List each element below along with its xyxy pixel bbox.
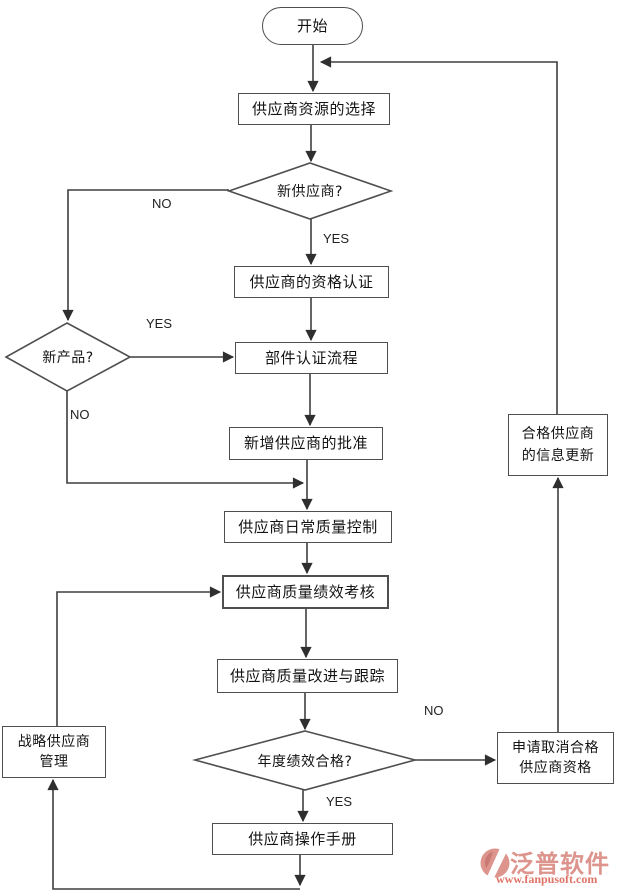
new-supplier-decision-label: 新供应商? <box>277 184 343 200</box>
node-quality-improvement-tracking: 供应商质量改进与跟踪 <box>217 659 398 693</box>
node-cancel-qualification-request: 申请取消合格 供应商资格 <box>497 732 614 784</box>
fanpu-logo-icon <box>480 847 510 879</box>
start-label: 开始 <box>296 16 328 35</box>
node-quality-performance-assessment: 供应商质量绩效考核 <box>222 575 389 609</box>
supplier-operation-manual-label: 供应商操作手册 <box>248 829 357 848</box>
strategic-supplier-management-line1: 战略供应商 <box>17 733 91 750</box>
node-supplier-resource-selection: 供应商资源的选择 <box>238 93 390 125</box>
daily-quality-control-label: 供应商日常质量控制 <box>238 517 378 536</box>
qualified-supplier-info-update-line2: 的信息更新 <box>521 448 595 464</box>
node-start: 开始 <box>262 7 363 45</box>
node-supplier-qualification: 供应商的资格认证 <box>234 266 389 298</box>
label-new-supplier-decision: 新供应商? <box>229 163 391 219</box>
node-supplier-operation-manual: 供应商操作手册 <box>212 823 393 855</box>
supplier-qualification-label: 供应商的资格认证 <box>249 272 374 291</box>
node-component-certification: 部件认证流程 <box>235 342 388 374</box>
edge-label-new-product-yes: YES <box>146 316 173 331</box>
watermark-brand: 泛普软件 <box>510 850 610 878</box>
label-annual-performance-decision: 年度绩效合格? <box>195 731 415 790</box>
cancel-qualification-request-line1: 申请取消合格 <box>512 739 599 756</box>
cancel-qualification-request-line2: 供应商资格 <box>519 760 592 776</box>
edge-label-new-supplier-no: NO <box>152 196 172 211</box>
watermark-url: www.fanpusoft.com <box>496 872 598 886</box>
diamond-annual-performance-decision <box>191 730 419 791</box>
component-certification-label: 部件认证流程 <box>264 348 358 367</box>
new-supplier-approval-label: 新增供应商的批准 <box>243 434 368 453</box>
quality-performance-assessment-label: 供应商质量绩效考核 <box>235 582 376 601</box>
node-qualified-supplier-info-update: 合格供应商 的信息更新 <box>508 414 608 476</box>
node-daily-quality-control: 供应商日常质量控制 <box>224 511 392 543</box>
edge-label-new-product-no: NO <box>70 407 90 422</box>
edge-label-annual-no: NO <box>424 703 444 718</box>
edge-label-new-supplier-yes: YES <box>323 231 350 246</box>
edge-label-annual-yes: YES <box>326 794 353 809</box>
edge-info-update-to-top-feedback <box>319 56 558 414</box>
label-new-product-decision: 新产品? <box>6 323 130 391</box>
diamond-new-product-decision <box>4 322 132 392</box>
qualified-supplier-info-update-line1: 合格供应商 <box>521 425 595 442</box>
strategic-supplier-management-line2: 管理 <box>39 754 69 770</box>
supplier-resource-selection-label: 供应商资源的选择 <box>251 99 376 118</box>
node-strategic-supplier-management: 战略供应商 管理 <box>2 726 106 778</box>
new-product-decision-label: 新产品? <box>42 350 94 366</box>
edge-strategic-to-performance <box>56 586 222 726</box>
diamond-new-supplier-decision <box>226 162 394 220</box>
edge-bottom-to-strategic-management <box>47 778 300 890</box>
quality-improvement-tracking-label: 供应商质量改进与跟踪 <box>229 666 385 685</box>
annual-performance-decision-label: 年度绩效合格? <box>257 753 353 770</box>
edge-new-product-no-merge <box>66 391 305 489</box>
node-new-supplier-approval: 新增供应商的批准 <box>229 427 383 460</box>
edge-new-supplier-no-to-new-product <box>62 189 229 322</box>
